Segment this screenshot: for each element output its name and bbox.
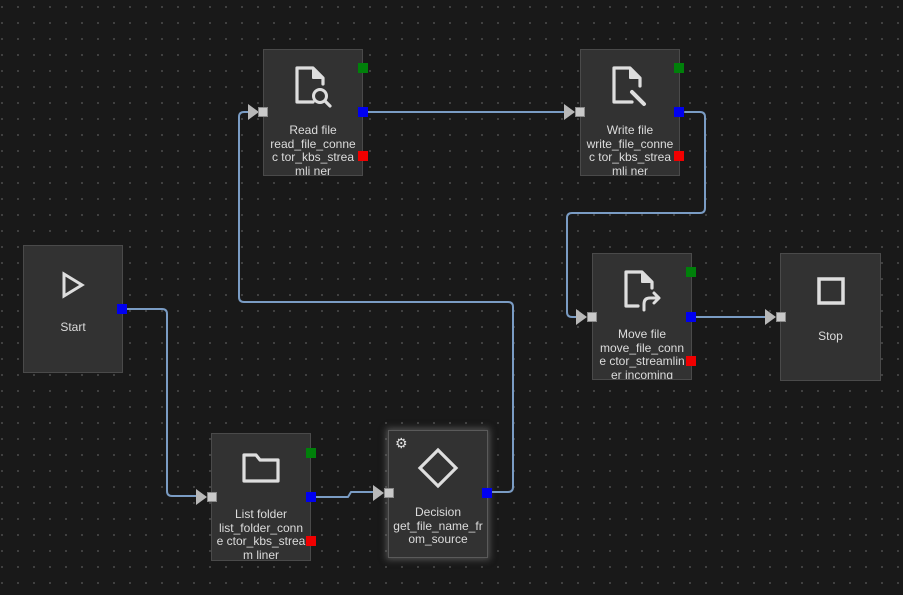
input-arrow-icon <box>248 104 259 120</box>
node-subtitle: write_file_connec tor_kbs_streamli ner <box>586 136 674 176</box>
success-port[interactable] <box>674 63 684 73</box>
node-title: Stop <box>818 329 843 343</box>
error-port[interactable] <box>306 536 316 546</box>
node-write-file[interactable]: Write file write_file_connec tor_kbs_str… <box>580 49 680 176</box>
input-arrow-icon <box>765 309 776 325</box>
input-port[interactable] <box>776 312 786 322</box>
input-port[interactable] <box>384 488 394 498</box>
node-subtitle: get_file_name_fr om_source <box>393 518 483 546</box>
success-port[interactable] <box>306 448 316 458</box>
node-title: Decision <box>414 505 462 519</box>
play-triangle-icon <box>62 271 85 299</box>
file-edit-icon <box>612 66 646 106</box>
input-arrow-icon <box>196 489 207 505</box>
node-stop[interactable]: Stop <box>780 253 881 381</box>
output-port[interactable] <box>686 312 696 322</box>
input-port[interactable] <box>575 107 585 117</box>
output-port[interactable] <box>674 107 684 117</box>
node-decision[interactable]: ⚙ Decision get_file_name_fr om_source <box>388 430 488 558</box>
node-title: Write file <box>606 123 654 137</box>
input-arrow-icon <box>564 104 575 120</box>
gear-icon[interactable]: ⚙ <box>395 435 408 451</box>
output-port[interactable] <box>358 107 368 117</box>
diamond-icon <box>417 447 459 489</box>
node-title: Read file <box>289 123 337 137</box>
edge-list-folder-to-decision <box>315 491 377 498</box>
node-list-folder[interactable]: List folder list_folder_conne ctor_kbs_s… <box>211 433 311 561</box>
input-port[interactable] <box>258 107 268 117</box>
input-arrow-icon <box>373 485 384 501</box>
node-move-file[interactable]: Move file move_file_conne ctor_streamlin… <box>592 253 692 380</box>
error-port[interactable] <box>358 151 368 161</box>
stop-square-icon <box>816 277 845 305</box>
success-port[interactable] <box>358 63 368 73</box>
output-port[interactable] <box>306 492 316 502</box>
file-move-icon <box>624 270 661 312</box>
node-subtitle: read_file_connec tor_kbs_streamli ner <box>270 136 356 176</box>
output-port[interactable] <box>482 488 492 498</box>
node-subtitle: list_folder_conne ctor_kbs_stream liner <box>216 520 306 561</box>
file-search-icon <box>295 66 332 108</box>
error-port[interactable] <box>674 151 684 161</box>
input-port[interactable] <box>207 492 217 502</box>
node-title: Start <box>60 320 86 334</box>
node-subtitle: move_file_conne ctor_streamliner incomin… <box>599 340 685 380</box>
error-port[interactable] <box>686 356 696 366</box>
node-read-file[interactable]: Read file read_file_connec tor_kbs_strea… <box>263 49 363 176</box>
node-title: List folder <box>234 507 288 521</box>
folder-icon <box>242 453 280 483</box>
input-arrow-icon <box>576 309 587 325</box>
node-title: Move file <box>617 327 667 341</box>
success-port[interactable] <box>686 267 696 277</box>
output-port[interactable] <box>117 304 127 314</box>
input-port[interactable] <box>587 312 597 322</box>
node-start[interactable]: Start <box>23 245 123 373</box>
edge-start-to-list-folder <box>126 308 201 497</box>
